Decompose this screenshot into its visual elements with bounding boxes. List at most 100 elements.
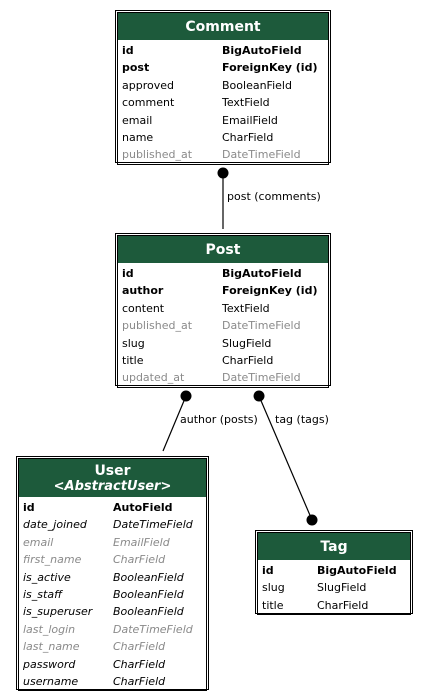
model-post: Post id BigAutoField author ForeignKey (id)… <box>115 233 331 388</box>
model-comment: Comment id BigAutoField post ForeignKey (id… <box>115 10 331 165</box>
field-type: BooleanField <box>222 78 292 92</box>
field-row: published_at DateTimeField <box>122 146 324 163</box>
connector-post-author <box>162 395 187 452</box>
field-type: CharField <box>113 640 166 654</box>
field-type: CharField <box>317 598 369 612</box>
field-row: email EmailField <box>122 112 324 129</box>
model-header: Tag <box>258 533 410 560</box>
field-name: first_name <box>23 553 82 567</box>
field-row: content TextField <box>122 300 324 317</box>
connector-end-tag <box>306 514 318 526</box>
relation-label-post-tag: tag (tags) <box>275 413 329 426</box>
field-type: AutoField <box>113 501 173 514</box>
field-row: comment TextField <box>122 94 324 111</box>
field-row: id BigAutoField <box>122 42 324 59</box>
field-row: date_joined DateTimeField <box>23 516 202 533</box>
field-row: author ForeignKey (id) <box>122 282 324 299</box>
connector-end-comment <box>217 167 229 179</box>
field-name: is_active <box>23 570 71 584</box>
field-row: name CharField <box>122 129 324 146</box>
field-name: last_login <box>23 622 76 636</box>
field-type: BigAutoField <box>222 267 302 280</box>
field-name: title <box>262 598 284 612</box>
field-type: CharField <box>222 130 274 144</box>
model-subtitle: <AbstractUser> <box>53 478 172 494</box>
field-row: id AutoField <box>23 499 202 516</box>
model-title: Post <box>205 241 241 258</box>
field-name: last_name <box>23 640 80 654</box>
field-row: id BigAutoField <box>262 562 406 579</box>
field-type: ForeignKey (id) <box>222 61 318 75</box>
field-type: CharField <box>113 553 166 567</box>
field-row: post ForeignKey (id) <box>122 59 324 76</box>
field-name: id <box>23 501 35 514</box>
relation-label-post-author: author (posts) <box>180 413 258 426</box>
field-row: password CharField <box>23 656 202 673</box>
field-type: CharField <box>222 353 274 367</box>
field-name: content <box>122 301 165 315</box>
field-name: is_superuser <box>23 605 93 619</box>
model-title: User <box>94 462 131 479</box>
model-title: Comment <box>185 18 261 35</box>
field-name: password <box>23 657 76 671</box>
model-user: User <AbstractUser> id AutoField date_join… <box>16 456 209 692</box>
field-row: last_name CharField <box>23 638 202 655</box>
field-type: BooleanField <box>113 570 184 584</box>
field-row: slug SlugField <box>122 335 324 352</box>
field-name: published_at <box>122 148 193 162</box>
model-header: Comment <box>118 13 328 40</box>
field-name: email <box>122 113 153 127</box>
field-type: SlugField <box>222 336 272 350</box>
field-type: BooleanField <box>113 605 184 619</box>
field-type: TextField <box>222 301 270 315</box>
field-type: CharField <box>113 657 166 671</box>
field-row: last_login DateTimeField <box>23 621 202 638</box>
field-name: is_staff <box>23 587 63 601</box>
field-type: DateTimeField <box>113 518 193 532</box>
model-title: Tag <box>320 538 348 555</box>
field-row: title CharField <box>122 352 324 369</box>
field-name: post <box>122 61 150 75</box>
field-name: id <box>122 44 134 57</box>
field-name: username <box>23 674 79 688</box>
field-type: DateTimeField <box>222 148 301 162</box>
field-name: approved <box>122 78 174 92</box>
field-type: BigAutoField <box>222 44 302 57</box>
field-name: email <box>23 535 54 549</box>
field-row: approved BooleanField <box>122 77 324 94</box>
model-header: User <AbstractUser> <box>19 459 206 497</box>
field-row: username CharField <box>23 673 202 690</box>
field-type: EmailField <box>222 113 278 127</box>
connector-end-post-tag <box>253 390 265 402</box>
field-row: first_name CharField <box>23 551 202 568</box>
field-row: is_superuser BooleanField <box>23 603 202 620</box>
field-row: id BigAutoField <box>122 265 324 282</box>
field-row: is_active BooleanField <box>23 569 202 586</box>
field-name: title <box>122 353 144 367</box>
relation-label-comment-post: post (comments) <box>227 190 321 203</box>
field-name: date_joined <box>23 518 87 532</box>
connector-post-tag <box>258 395 313 521</box>
field-type: CharField <box>113 674 166 688</box>
field-name: name <box>122 130 154 144</box>
field-type: ForeignKey (id) <box>222 284 318 298</box>
field-name: id <box>262 564 274 577</box>
field-type: SlugField <box>317 581 367 595</box>
model-header: Post <box>118 236 328 263</box>
field-name: published_at <box>122 319 193 333</box>
field-type: TextField <box>222 96 270 110</box>
field-name: id <box>122 267 134 280</box>
connector-end-post-author <box>180 390 192 402</box>
field-name: slug <box>122 336 145 350</box>
field-type: DateTimeField <box>113 622 193 636</box>
field-type: BigAutoField <box>317 564 397 577</box>
field-name: author <box>122 284 164 298</box>
field-row: title CharField <box>262 597 406 614</box>
field-name: comment <box>122 96 175 110</box>
